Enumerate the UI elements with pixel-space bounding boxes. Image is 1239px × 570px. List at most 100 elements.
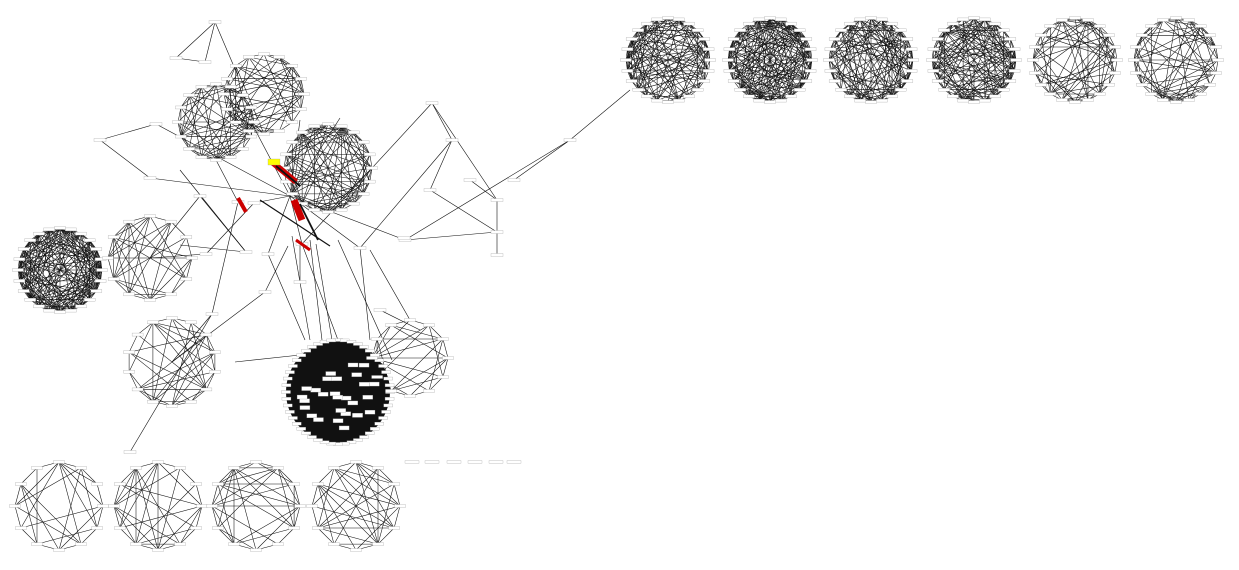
cluster-edge <box>646 23 680 101</box>
cluster-edge <box>1151 59 1219 95</box>
cluster-node <box>196 504 208 508</box>
cluster-node <box>94 279 107 283</box>
cluster-edge <box>59 299 90 313</box>
cluster-node <box>785 21 797 26</box>
cluster-node <box>84 298 96 302</box>
cluster-edge <box>135 483 197 545</box>
cluster-edge <box>1010 70 1015 82</box>
cluster-edge <box>748 23 800 90</box>
cluster-edge <box>19 258 82 307</box>
cluster-edge <box>881 19 908 82</box>
cluster-node <box>632 88 644 92</box>
cluster-node <box>651 98 663 103</box>
dense-cluster-rim-node <box>301 431 311 435</box>
cluster-edge <box>223 78 302 95</box>
cluster-edge <box>233 505 301 545</box>
cluster-edge <box>180 86 202 108</box>
cluster-node <box>210 82 222 86</box>
cluster-node <box>621 47 634 51</box>
cluster-edge <box>217 467 235 485</box>
cluster-node <box>322 210 334 214</box>
connector-edge <box>359 247 371 341</box>
connector-edge <box>404 231 498 241</box>
cluster-edge <box>428 324 444 340</box>
cluster-edge <box>279 56 302 79</box>
cluster-node <box>166 404 178 408</box>
cluster-edge <box>211 483 219 507</box>
cluster-node <box>947 94 959 99</box>
cluster-edge <box>931 49 934 61</box>
cluster-edge <box>729 70 807 82</box>
dense-cluster-rim-node <box>283 376 293 381</box>
cluster-node <box>907 58 919 62</box>
cluster-node <box>91 482 103 486</box>
cluster-edge <box>1135 46 1143 85</box>
cluster-edge <box>58 505 104 551</box>
cluster-edge <box>1050 25 1118 61</box>
cluster-node <box>901 79 914 83</box>
dense-cluster-node <box>332 418 344 423</box>
cluster-edge <box>849 23 914 61</box>
cluster-edge <box>128 322 154 372</box>
cluster-edge <box>190 322 207 335</box>
cluster-node <box>17 289 30 293</box>
cluster-node <box>743 94 755 99</box>
cluster-node <box>854 98 866 103</box>
cluster-node <box>366 356 378 360</box>
cluster-edge <box>23 248 61 313</box>
cluster-edge <box>113 236 151 301</box>
cluster-edge <box>834 38 912 50</box>
connector-node <box>397 236 411 240</box>
cluster-edge <box>727 59 807 82</box>
cluster-edge <box>311 505 319 529</box>
cluster-node <box>97 504 109 508</box>
cluster-edge <box>113 505 137 545</box>
cluster-edge <box>179 527 197 545</box>
dense-cluster-rim-node <box>374 358 384 362</box>
cluster-edge <box>314 181 370 211</box>
cluster-edge <box>646 23 705 40</box>
cluster-node <box>328 466 340 470</box>
cluster-node <box>372 542 384 546</box>
cluster-edge <box>627 23 648 50</box>
cluster-edge <box>667 89 698 103</box>
dense-cluster-node <box>322 376 333 381</box>
cluster-edge <box>933 70 938 82</box>
cluster-edge <box>292 65 302 79</box>
connector-edge <box>267 195 291 255</box>
cluster-node <box>17 247 30 251</box>
cluster-edge <box>314 125 354 133</box>
cluster-edge <box>177 107 182 123</box>
cluster-edge <box>1175 17 1190 100</box>
cluster-edge <box>859 19 912 72</box>
connector-edge <box>211 201 239 315</box>
cluster-edge <box>341 154 371 210</box>
cluster-node <box>114 482 126 486</box>
cluster-edge <box>180 136 202 158</box>
connector-edge <box>359 139 453 249</box>
highlighted-edge <box>236 197 248 213</box>
cluster-edge <box>688 23 709 50</box>
cluster-node <box>258 132 270 136</box>
cluster-node <box>174 542 186 546</box>
cluster-node <box>938 28 950 32</box>
cluster-node <box>258 52 270 56</box>
cluster-edge <box>1141 35 1201 95</box>
cluster-edge <box>171 317 216 353</box>
dense-cluster-rim-node <box>378 416 388 420</box>
cluster-edge <box>17 269 82 307</box>
dense-cluster-node <box>325 371 336 376</box>
cluster-edge <box>962 19 1017 61</box>
cluster-node <box>723 69 736 73</box>
cluster-edge <box>223 93 265 135</box>
dense-cluster-rim-node <box>359 435 369 439</box>
cluster-edge <box>201 136 252 158</box>
cluster-edge <box>1162 19 1217 48</box>
cluster-node <box>31 466 43 470</box>
dense-cluster-rim-node <box>281 397 292 401</box>
cluster-node <box>65 227 77 232</box>
cluster-node <box>328 542 340 546</box>
cluster-edge <box>235 122 280 132</box>
dense-cluster-rim-node <box>374 422 384 426</box>
cluster-edge <box>828 30 842 61</box>
